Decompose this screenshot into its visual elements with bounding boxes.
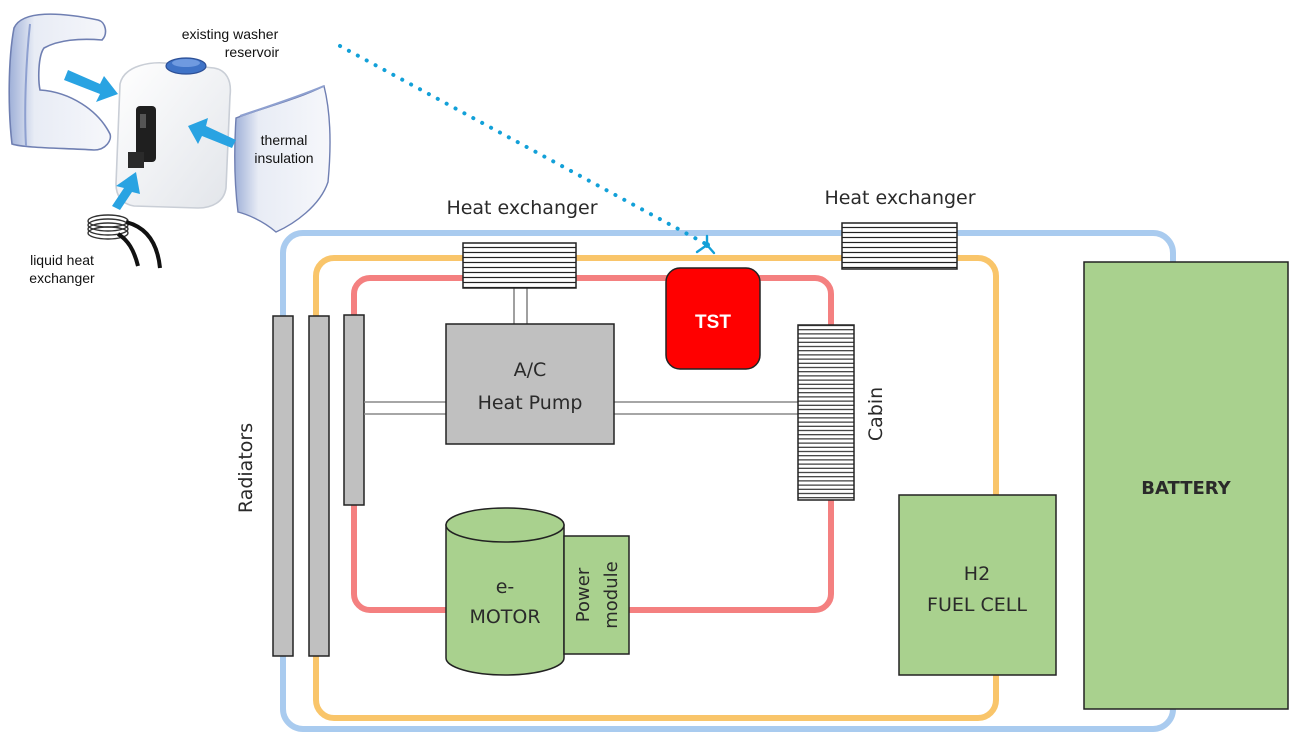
liquid-heat-exchanger-label-line2: exchanger [29,270,95,286]
left-insulation-shield [8,13,112,151]
heat-exchanger-left [462,242,577,289]
thermal-insulation-label-line1: thermal [261,132,308,148]
refrigerant-lines [364,288,798,415]
thermal-insulation-label-line2: insulation [254,150,313,166]
heat-exchanger-right-label: Heat exchanger [824,187,975,209]
power-module-line2: module [601,561,622,628]
radiator-middle [308,315,330,657]
cabin-label: Cabin [865,387,887,441]
arrow-right-to-tank-icon [188,118,236,148]
dotted-connector [338,44,716,255]
tst-label: TST [695,312,731,333]
radiators-label: Radiators [235,423,257,513]
power-module-box [563,535,630,655]
fuel-cell-box [898,494,1057,676]
liquid-heat-exchanger-label-line1: liquid heat [30,252,94,268]
ac-heat-pump-line2: Heat Pump [478,392,583,414]
fuel-cell-line2: FUEL CELL [927,594,1027,616]
battery-label: BATTERY [1141,478,1231,499]
battery-box [1083,261,1289,710]
arrow-left-to-tank-icon [64,70,118,102]
radiator-outer [272,315,294,657]
radiator-inner [343,314,365,506]
washer-reservoir-illustration [8,13,331,269]
e-motor [445,507,565,676]
ac-heat-pump-box [445,323,615,445]
washer-reservoir-label-line2: reservoir [225,44,280,60]
orange-coolant-loop [313,255,999,721]
cabin-heat-exchanger [797,324,855,501]
radiators [272,314,365,657]
fuel-cell-line1: H2 [964,563,990,585]
arrow-bottom-to-tank-icon [112,172,140,210]
liquid-heat-exchanger-coil [87,214,162,269]
e-motor-line2: MOTOR [469,606,540,628]
tst-box [665,267,761,370]
e-motor-line1: e- [496,576,515,598]
power-module-line1: Power [573,567,594,622]
washer-reservoir-label-line1: existing washer [182,26,279,42]
ac-heat-pump-line1: A/C [514,359,547,381]
heat-exchanger-right [841,222,958,270]
heat-exchanger-left-label: Heat exchanger [446,197,597,219]
